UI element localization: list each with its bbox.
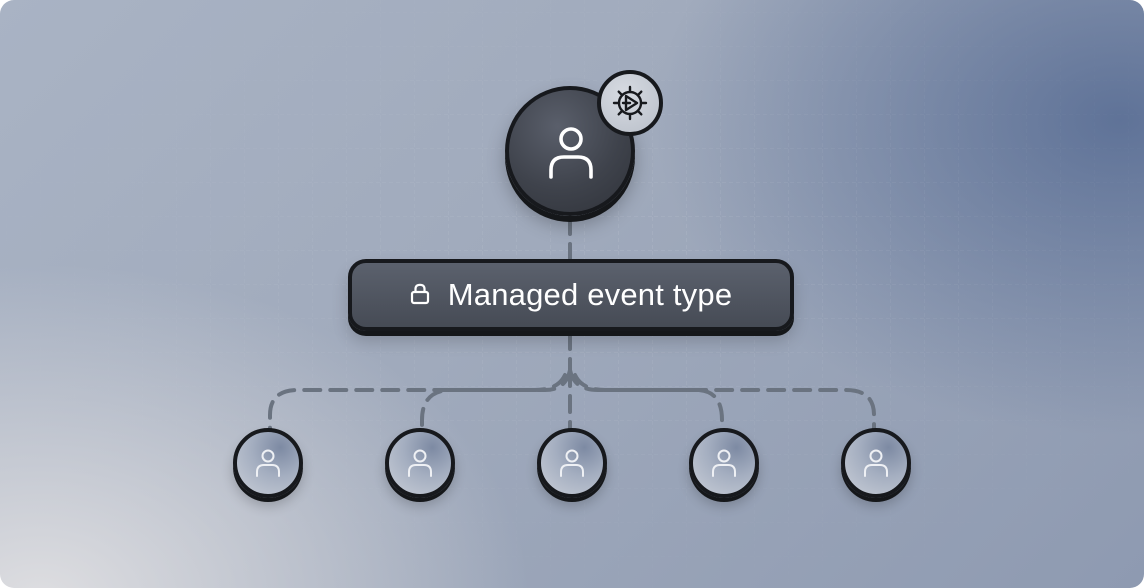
child-user-node-1 xyxy=(233,428,303,498)
user-icon xyxy=(864,449,888,477)
user-icon xyxy=(256,449,280,477)
lock-icon xyxy=(410,283,429,305)
user-icon xyxy=(560,449,584,477)
user-icon xyxy=(712,449,736,477)
user-icon xyxy=(549,127,593,179)
user-icon xyxy=(408,449,432,477)
child-user-node-2 xyxy=(385,428,455,498)
child-user-node-5 xyxy=(841,428,911,498)
gear-icon xyxy=(612,85,648,121)
managed-event-type-badge: Managed event type xyxy=(348,259,794,331)
child-user-node-3 xyxy=(537,428,607,498)
settings-badge xyxy=(597,70,663,136)
parent-user-node xyxy=(505,86,635,216)
child-user-node-4 xyxy=(689,428,759,498)
badge-label: Managed event type xyxy=(447,277,733,312)
